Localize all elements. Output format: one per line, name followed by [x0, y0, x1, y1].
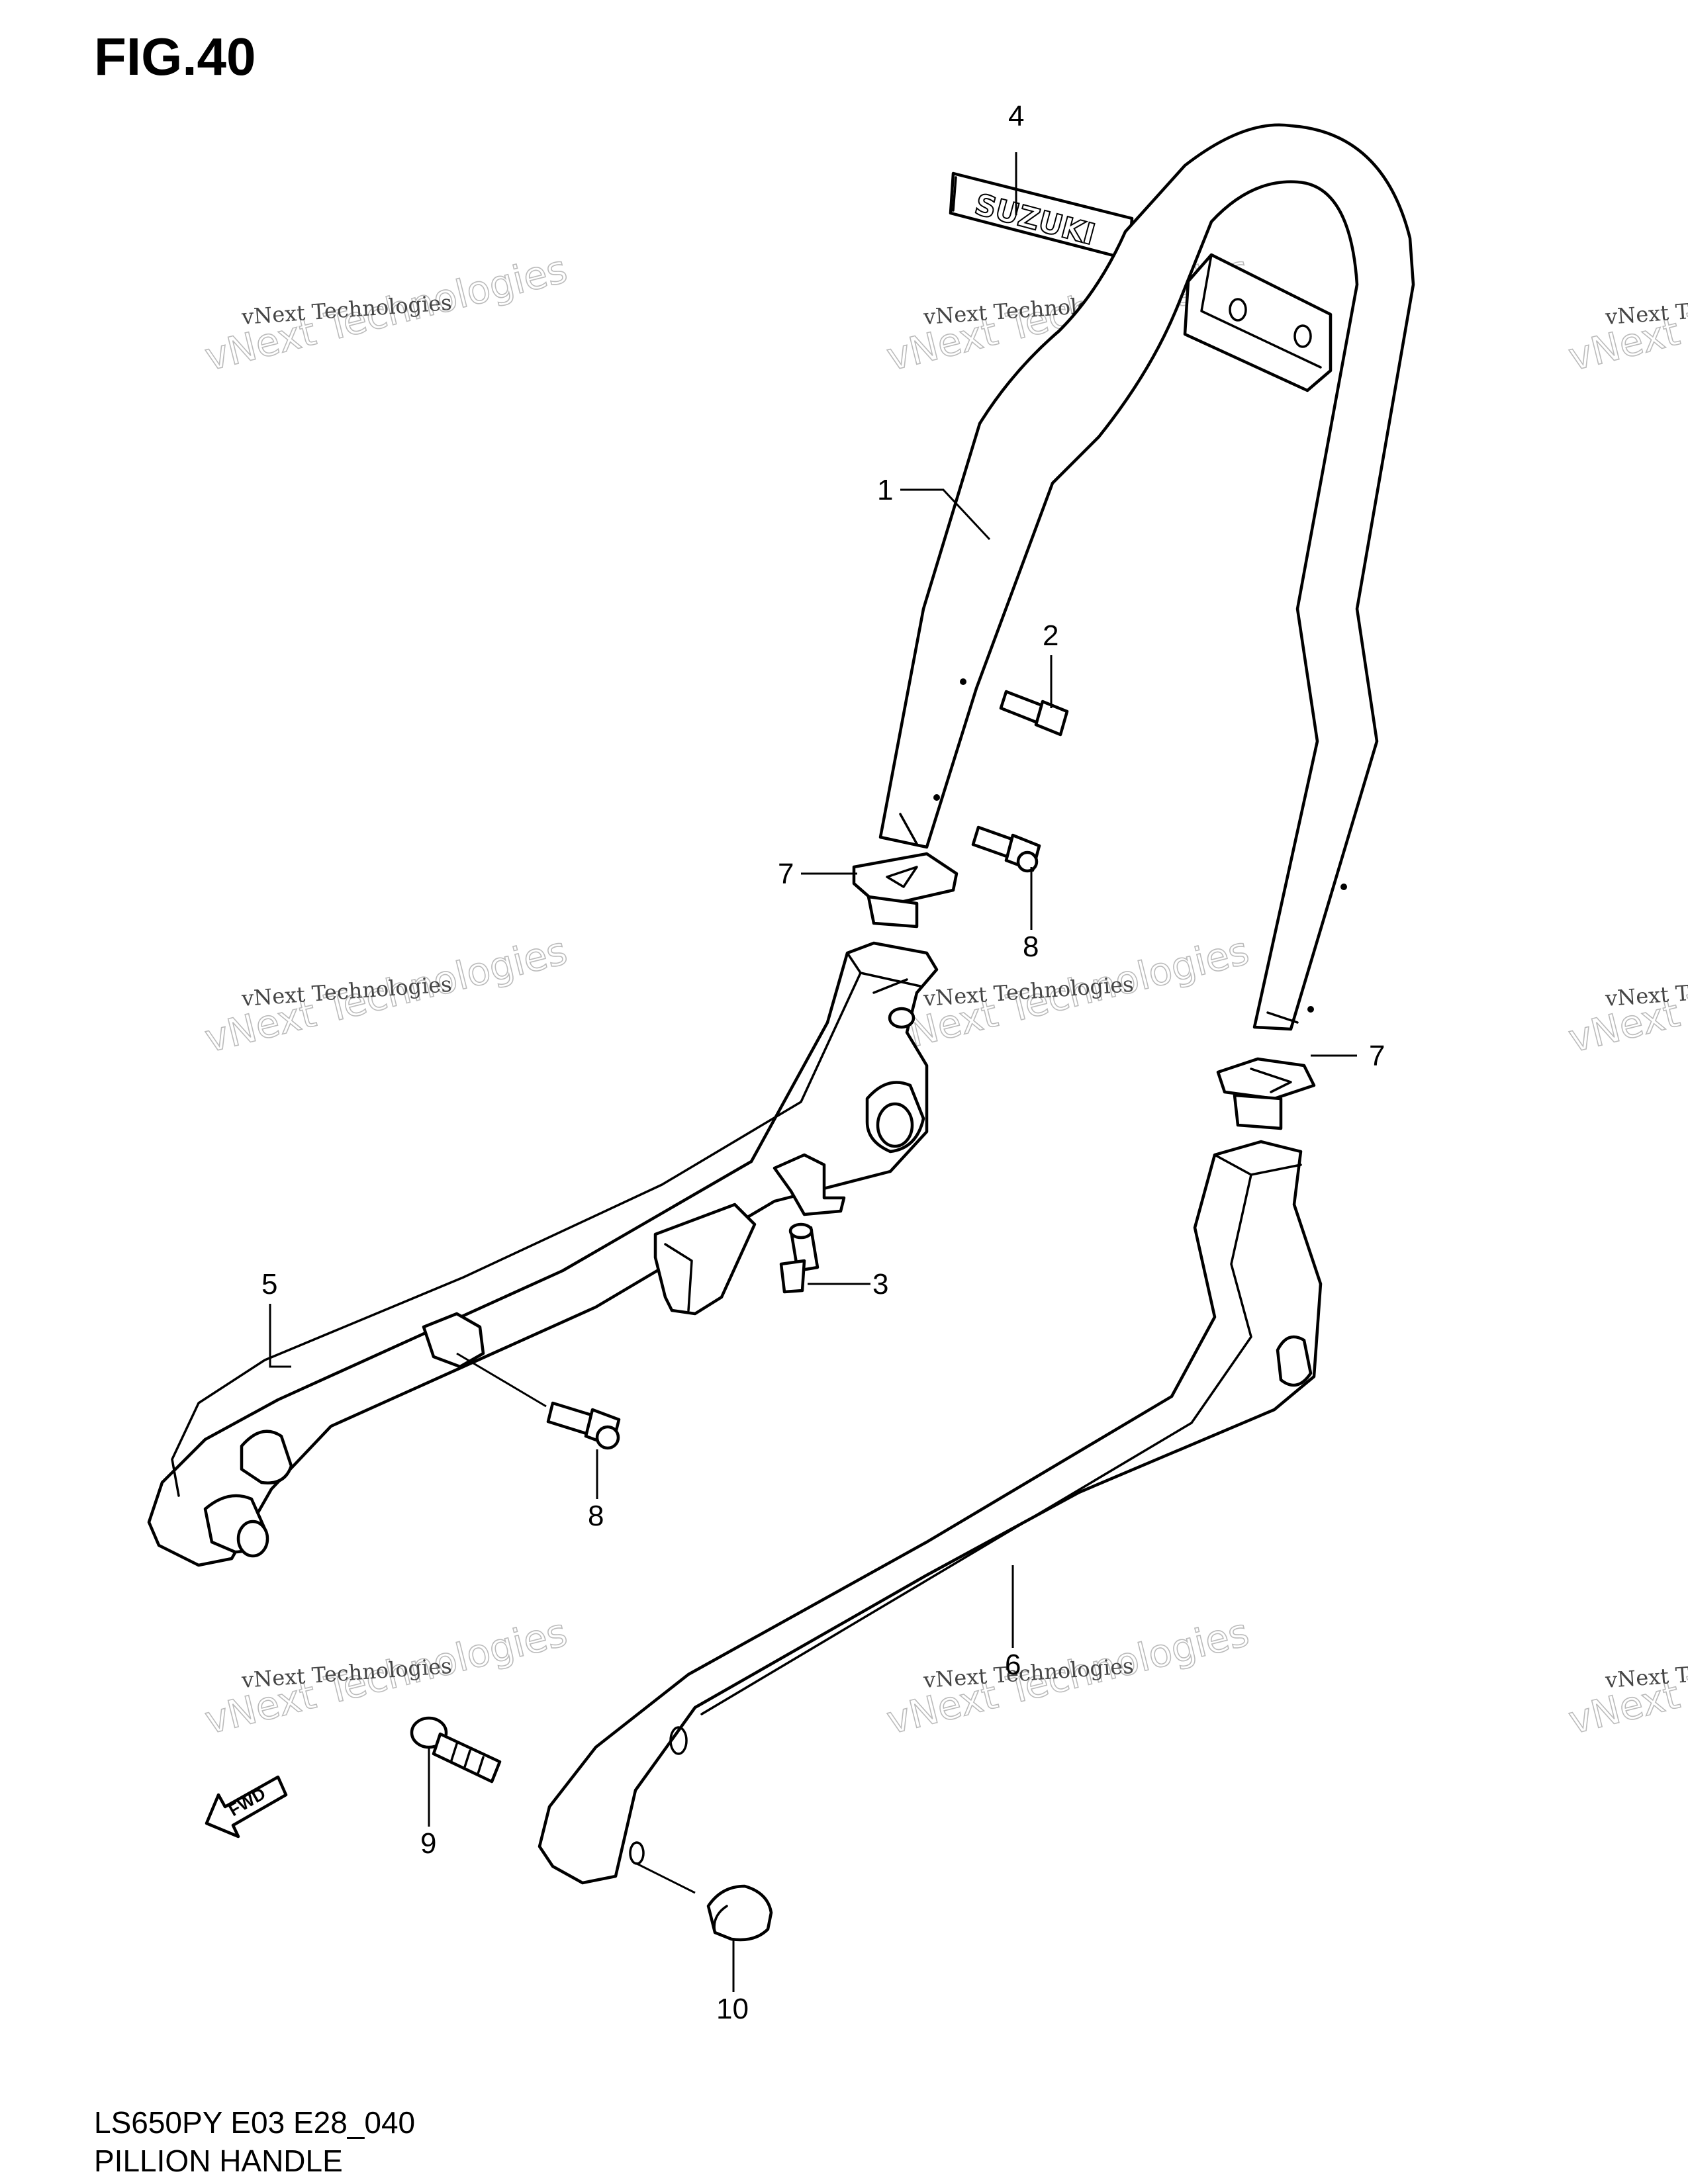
- part-6-right-rail: [538, 1140, 1323, 1885]
- watermark-9: vNext Technologies vNext Technologies: [1564, 1609, 1688, 1743]
- callout-10: 10: [716, 1993, 749, 2025]
- callout-5: 5: [261, 1268, 277, 1300]
- model-code: LS650PY E03 E28_040: [94, 2105, 416, 2140]
- leader-lines: [269, 152, 1357, 1992]
- part-9-bolt: [410, 1716, 502, 1784]
- part-8-bolt-lower: [546, 1401, 621, 1450]
- svg-text:vNext Technologies: vNext Technologies: [1604, 290, 1688, 330]
- part-4-badge: SUZUKI: [949, 171, 1134, 261]
- callout-8-upper: 8: [1023, 931, 1039, 963]
- svg-text:vNext Technologies: vNext Technologies: [1604, 1653, 1688, 1693]
- callout-7-lower: 7: [1369, 1040, 1385, 1072]
- watermark-7: vNext Technologies vNext Technologies: [1564, 246, 1688, 380]
- callout-7-upper: 7: [778, 858, 794, 890]
- part-7-bushing-lower: [1216, 1057, 1316, 1130]
- callout-6: 6: [1005, 1649, 1021, 1681]
- callout-3: 3: [872, 1268, 888, 1300]
- part-2-bolt: [999, 690, 1069, 737]
- part-7-bushing-upper: [852, 852, 959, 929]
- callout-4: 4: [1008, 100, 1024, 132]
- fwd-direction-arrow: FWD: [205, 1775, 288, 1839]
- watermark-6: vNext Technologies vNext Technologies: [882, 1609, 1254, 1743]
- svg-text:vNext Technologies: vNext Technologies: [1604, 972, 1688, 1011]
- callout-9: 9: [420, 1827, 436, 1860]
- callout-1: 1: [877, 474, 893, 506]
- callout-numbers: 1 2 3 4 5 6 7 7 8 8 9 10: [261, 100, 1385, 2025]
- part-1-frame: [878, 123, 1415, 1031]
- part-10-nut: [706, 1884, 773, 1942]
- watermark-4: vNext Technologies vNext Technologies: [882, 927, 1254, 1062]
- watermark-3: vNext Technologies vNext Technologies: [200, 927, 572, 1062]
- watermark-8: vNext Technologies vNext Technologies: [1564, 927, 1688, 1062]
- watermark-1: vNext Technologies vNext Technologies: [200, 246, 572, 380]
- callout-2: 2: [1043, 619, 1058, 652]
- part-3-bolt: [779, 1222, 820, 1294]
- callout-8-lower: 8: [588, 1500, 604, 1532]
- part-8-bolt-upper: [971, 825, 1041, 873]
- part-5-left-rail: [147, 941, 939, 1567]
- title: FIG.40: [94, 27, 256, 86]
- section-name: PILLION HANDLE: [94, 2144, 343, 2178]
- watermark-5: vNext Technologies vNext Technologies: [200, 1609, 572, 1743]
